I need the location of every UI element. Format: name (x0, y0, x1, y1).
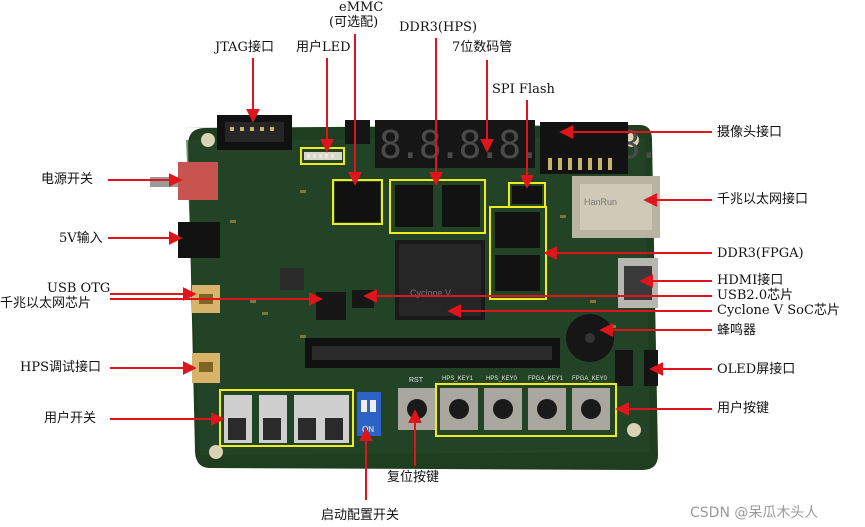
label-camera: 摄像头接口 (717, 125, 783, 140)
usb2-chip-part (352, 290, 374, 308)
label-boot-switch: 启动配置开关 (321, 508, 400, 523)
label-buzzer: 蜂鸣器 (717, 323, 757, 338)
csdn-watermark: CSDN @呆瓜木头人 (690, 505, 819, 521)
power-switch-part (150, 162, 218, 200)
label-hdmi: HDMI接口 (717, 273, 784, 288)
label-usb2-chip: USB2.0芯片 (717, 288, 794, 303)
label-hps-debug: HPS调试接口 (20, 360, 101, 375)
boot-config-switch: ON (357, 392, 381, 436)
callout-arrows (108, 34, 712, 500)
ddr3-fpga-chips (489, 206, 547, 300)
sw-on-text: ON (362, 425, 374, 434)
rst-text: RST (409, 377, 424, 384)
label-emmc-line1: eMMC (339, 0, 384, 15)
label-power-switch: 电源开关 (41, 172, 94, 187)
key1-text: HPS_KEY1 (442, 376, 474, 382)
label-emmc-line2: (可选配) (329, 15, 379, 30)
user-switch-block (219, 389, 354, 447)
emmc-chip (332, 179, 383, 225)
jtag-header (217, 115, 292, 150)
fkey0-text: FPGA_KEY0 (572, 376, 608, 382)
user-keys-block: HPS_KEY1 HPS_KEY0 FPGA_KEY1 FPGA_KEY0 (435, 376, 617, 437)
label-oled: OLED屏接口 (717, 362, 796, 377)
fpga-brand-text: Cyclone V (410, 288, 451, 298)
label-spi-flash: SPI Flash (492, 82, 555, 97)
rj45-port: HanRun (572, 176, 660, 238)
label-gige-port: 千兆以太网接口 (717, 192, 809, 207)
label-user-switch: 用户开关 (44, 411, 97, 426)
label-user-led: 用户LED (296, 40, 351, 55)
label-cyclone: Cyclone V SoC芯片 (717, 303, 840, 318)
hps-debug-port (192, 353, 220, 383)
label-ddr3-hps: DDR3(HPS) (399, 20, 478, 35)
label-seg7: 7位数码管 (452, 40, 513, 55)
label-gige-phy: 千兆以太网芯片 (0, 296, 92, 311)
label-5v-input: 5V输入 (59, 231, 103, 246)
label-ddr3-fpga: DDR3(FPGA) (717, 246, 804, 261)
label-jtag: JTAG接口 (215, 40, 274, 55)
key0-text: HPS_KEY0 (486, 376, 518, 382)
fkey1-text: FPGA_KEY1 (528, 376, 564, 382)
hanrun-text: HanRun (584, 197, 617, 207)
cyclone-v-soc-chip: Cyclone V (395, 240, 485, 320)
ddr3-hps-chips (389, 179, 486, 234)
hdmi-port (618, 258, 658, 308)
oled-header (615, 350, 658, 386)
gige-phy-chip (316, 292, 346, 320)
camera-connector-part (540, 122, 628, 174)
label-reset-key: 复位按键 (387, 470, 440, 485)
label-user-keys: 用户按键 (717, 401, 770, 416)
label-usb-otg: USB OTG (47, 281, 111, 296)
spi-flash-chip (508, 182, 546, 208)
dc-jack-part (178, 222, 220, 258)
